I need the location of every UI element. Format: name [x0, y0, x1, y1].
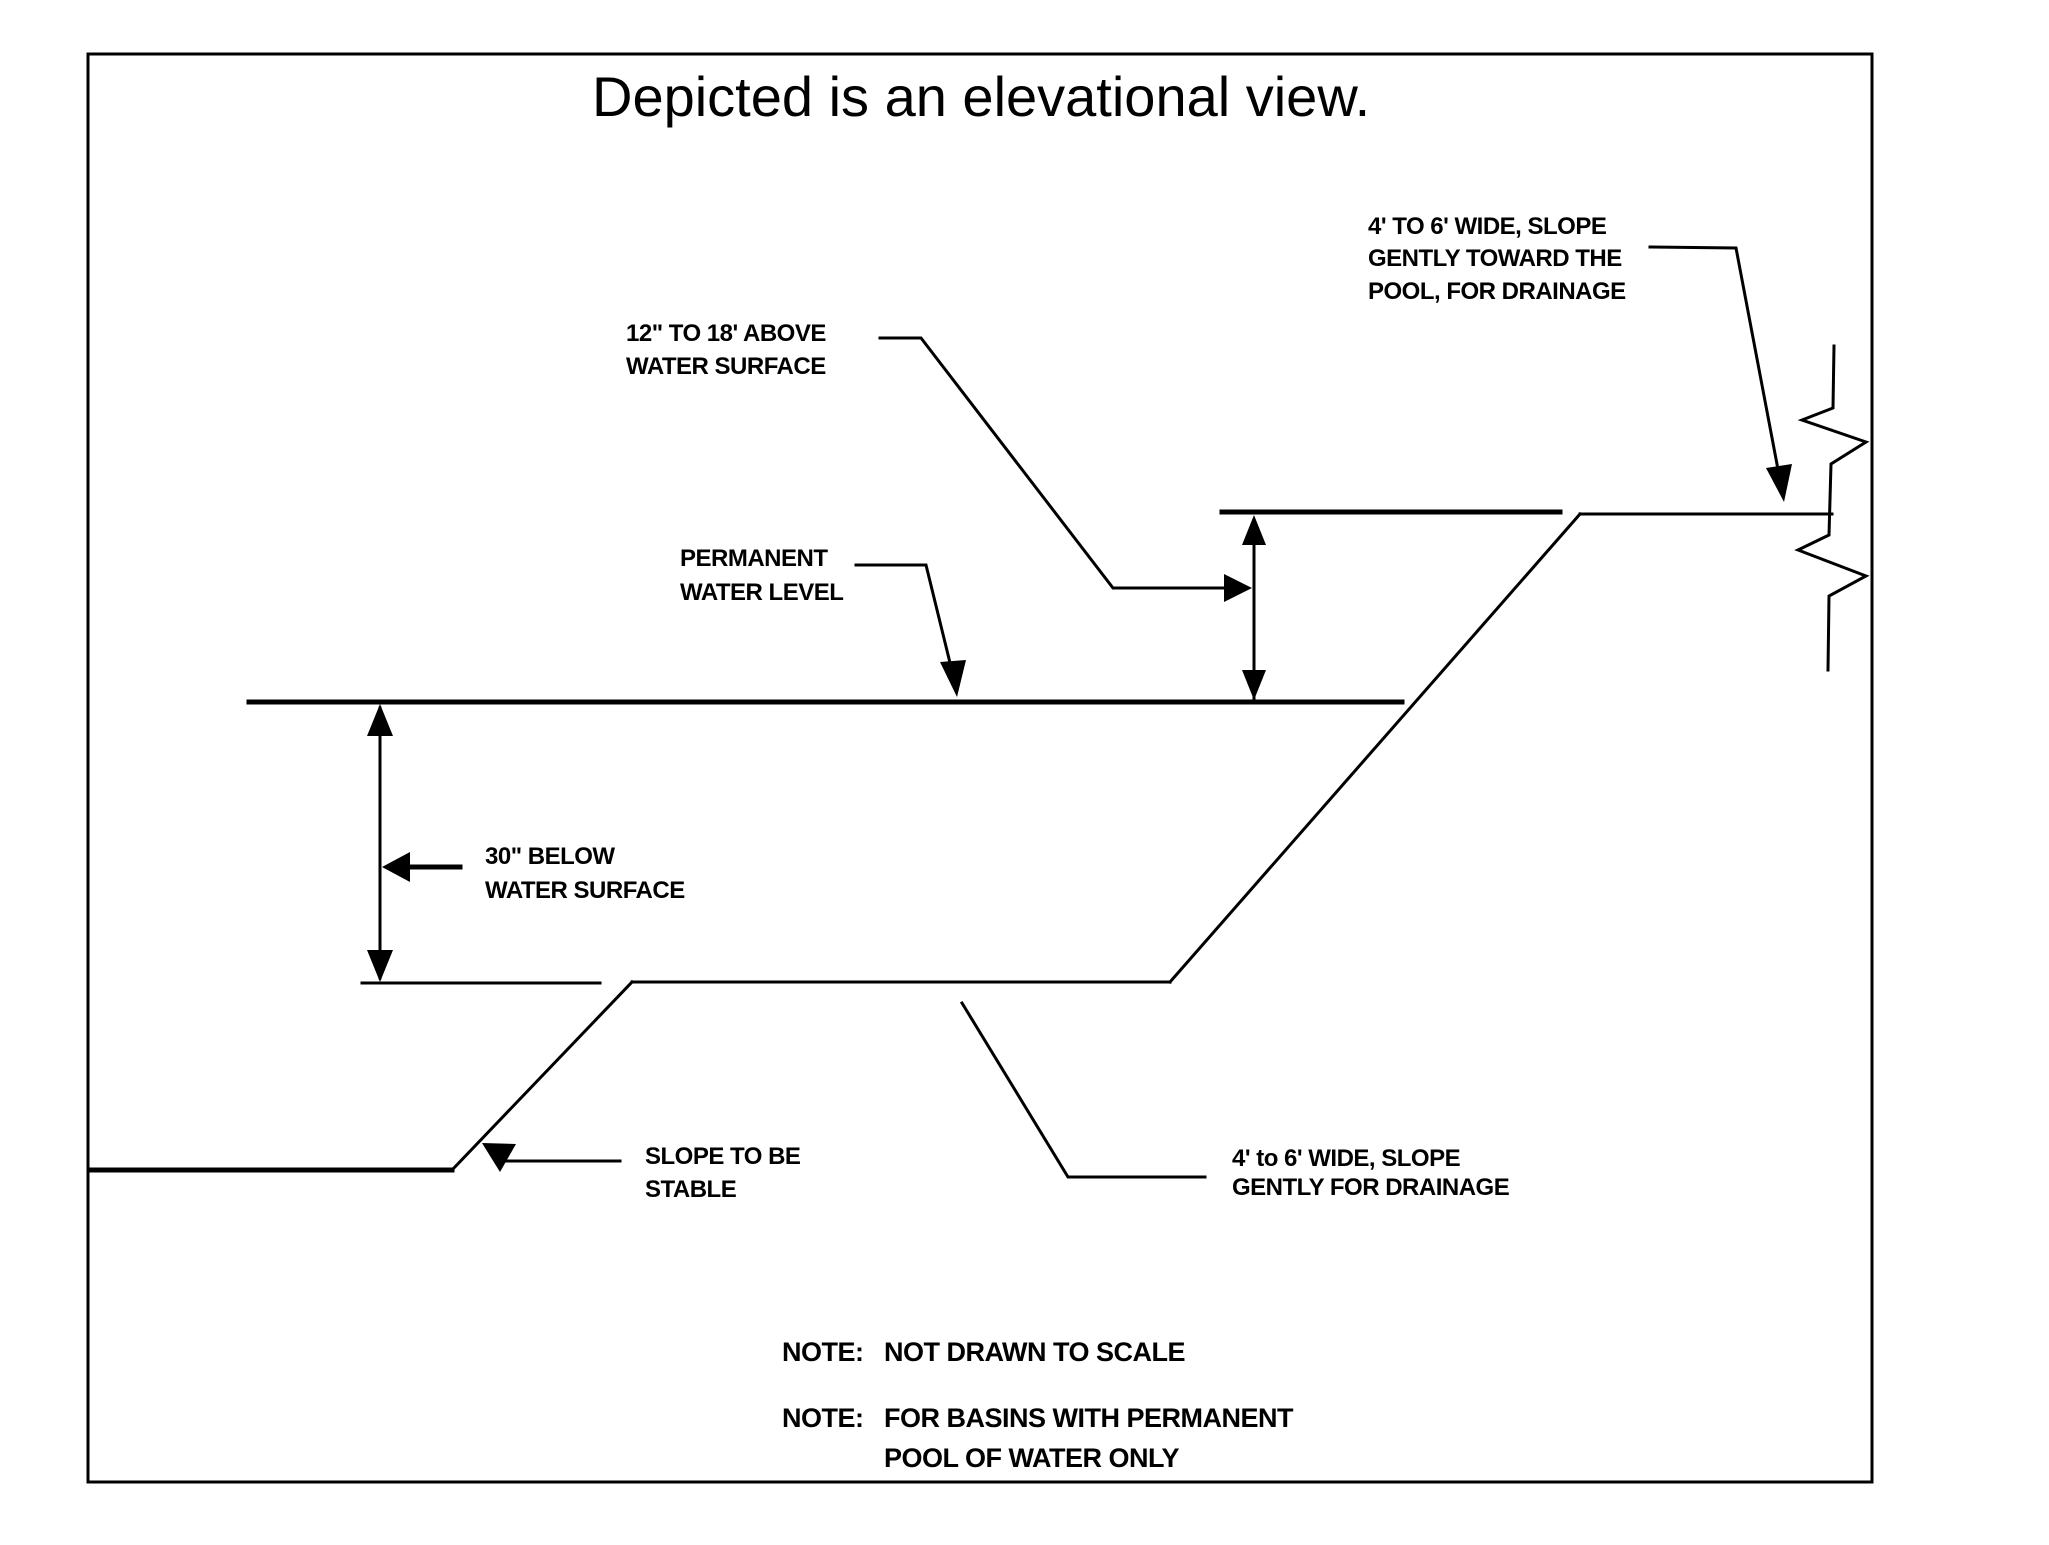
svg-text:FOR BASINS WITH PERMANENT: FOR BASINS WITH PERMANENT	[884, 1403, 1294, 1433]
arrowhead-down-icon	[1242, 670, 1266, 700]
label-side-slope: SLOPE TO BE STABLE	[645, 1143, 801, 1203]
svg-text:SLOPE TO BE: SLOPE TO BE	[645, 1143, 801, 1170]
svg-text:WATER LEVEL: WATER LEVEL	[680, 579, 843, 606]
arrowhead-up-icon	[1242, 515, 1266, 545]
pond-profile	[87, 509, 1834, 1173]
note-scale: NOTE: NOT DRAWN TO SCALE	[782, 1337, 1186, 1367]
label-bench-depth: 30" BELOW WATER SURFACE	[485, 843, 686, 904]
break-line-symbol	[1794, 344, 1870, 672]
svg-text:POOL, FOR DRAINAGE: POOL, FOR DRAINAGE	[1368, 278, 1626, 305]
bench-depth-dimension	[367, 704, 393, 982]
svg-text:PERMANENT: PERMANENT	[680, 545, 828, 572]
svg-text:12" TO 18' ABOVE: 12" TO 18' ABOVE	[626, 320, 826, 347]
diagram-title: Depicted is an elevational view.	[592, 65, 1370, 128]
svg-text:4' TO 6' WIDE, SLOPE: 4' TO 6' WIDE, SLOPE	[1368, 213, 1607, 240]
freeboard-dimension	[1242, 515, 1266, 700]
leader-lower-bench	[959, 1000, 1207, 1179]
side-slope-upper	[1167, 511, 1583, 985]
svg-text:POOL OF WATER ONLY: POOL OF WATER ONLY	[884, 1443, 1180, 1473]
svg-text:STABLE: STABLE	[645, 1176, 737, 1203]
arrowhead-icon	[940, 660, 966, 697]
svg-text:WATER SURFACE: WATER SURFACE	[485, 877, 685, 904]
svg-text:4' to 6' WIDE, SLOPE: 4' to 6' WIDE, SLOPE	[1232, 1145, 1461, 1172]
drawing-border	[86, 52, 1874, 1484]
arrowhead-icon	[1224, 574, 1252, 602]
arrowhead-icon	[482, 1143, 516, 1172]
svg-text:GENTLY FOR DRAINAGE: GENTLY FOR DRAINAGE	[1232, 1174, 1510, 1201]
svg-text:NOT DRAWN TO SCALE: NOT DRAWN TO SCALE	[884, 1337, 1185, 1367]
leader-permanent-water-level	[854, 563, 966, 697]
leader-bench-depth	[382, 852, 463, 882]
leader-side-slope	[482, 1143, 622, 1172]
arrowhead-icon	[382, 852, 410, 882]
leader-freeboard	[878, 336, 1252, 602]
arrowhead-up-icon	[367, 704, 393, 736]
svg-text:WATER SURFACE: WATER SURFACE	[626, 353, 826, 380]
arrowhead-icon	[1766, 464, 1792, 502]
svg-text:NOTE:: NOTE:	[782, 1337, 864, 1367]
arrowhead-down-icon	[367, 950, 393, 982]
label-lower-bench: 4' to 6' WIDE, SLOPE GENTLY FOR DRAINAGE	[1232, 1145, 1510, 1201]
svg-text:30" BELOW: 30" BELOW	[485, 843, 615, 870]
label-permanent-water-level: PERMANENT WATER LEVEL	[680, 545, 844, 606]
leader-upper-bench	[1648, 245, 1792, 502]
note-permanent-pool: NOTE: FOR BASINS WITH PERMANENT POOL OF …	[782, 1403, 1295, 1473]
svg-text:GENTLY TOWARD THE: GENTLY TOWARD THE	[1368, 245, 1622, 272]
side-slope-lower	[449, 979, 635, 1173]
label-upper-bench: 4' TO 6' WIDE, SLOPE GENTLY TOWARD THE P…	[1368, 213, 1627, 305]
svg-text:NOTE:: NOTE:	[782, 1403, 864, 1433]
label-freeboard: 12" TO 18' ABOVE WATER SURFACE	[626, 320, 827, 380]
